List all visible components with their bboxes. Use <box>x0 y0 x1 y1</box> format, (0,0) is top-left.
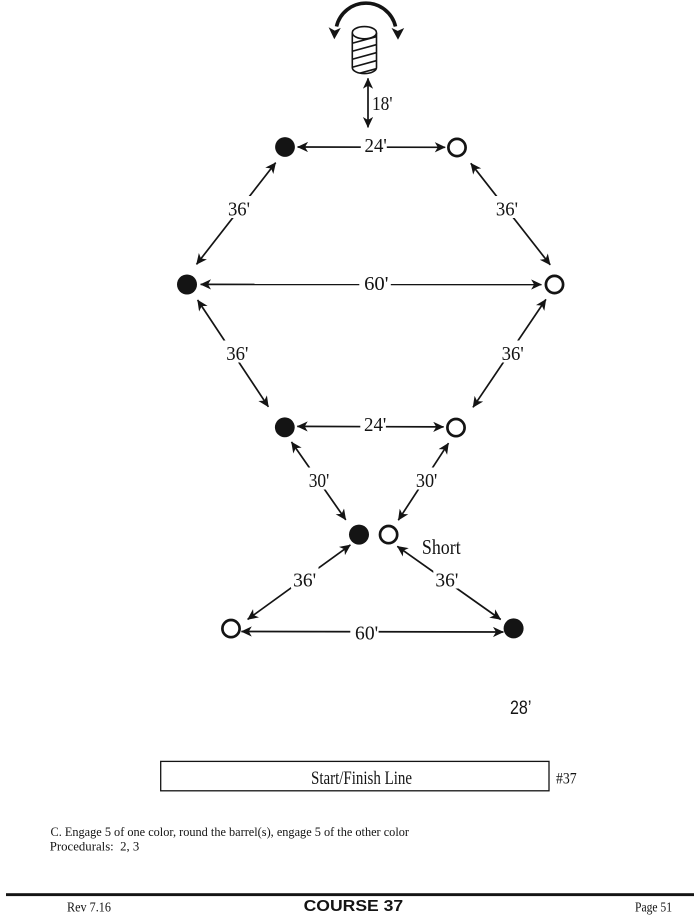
svg-text:24': 24' <box>365 135 387 157</box>
svg-text:30': 30' <box>416 470 438 492</box>
svg-text:Rev 7.16: Rev 7.16 <box>67 900 111 915</box>
svg-text:36': 36' <box>228 198 250 220</box>
svg-text:COURSE 37: COURSE 37 <box>304 898 404 915</box>
svg-text:36': 36' <box>293 570 316 592</box>
svg-text:28’: 28’ <box>510 697 531 719</box>
svg-text:36': 36' <box>435 570 458 592</box>
svg-text:Start/Finish Line: Start/Finish Line <box>311 768 412 789</box>
svg-text:30': 30' <box>309 470 330 492</box>
svg-text:24': 24' <box>364 414 386 436</box>
svg-text:60': 60' <box>355 622 378 644</box>
svg-text:Procedurals: 2, 3: Procedurals: 2, 3 <box>50 839 140 854</box>
svg-text:Short: Short <box>422 535 461 559</box>
svg-text:36': 36' <box>502 343 524 365</box>
svg-text:60': 60' <box>364 273 388 295</box>
svg-text:Page 51: Page 51 <box>635 900 672 915</box>
svg-text:18': 18' <box>372 93 393 115</box>
svg-text:36': 36' <box>226 343 248 365</box>
svg-text:C. Engage 5 of one color, roun: C. Engage 5 of one color, round the barr… <box>51 824 410 839</box>
svg-text:36': 36' <box>496 198 518 220</box>
svg-text:#37: #37 <box>556 770 577 787</box>
